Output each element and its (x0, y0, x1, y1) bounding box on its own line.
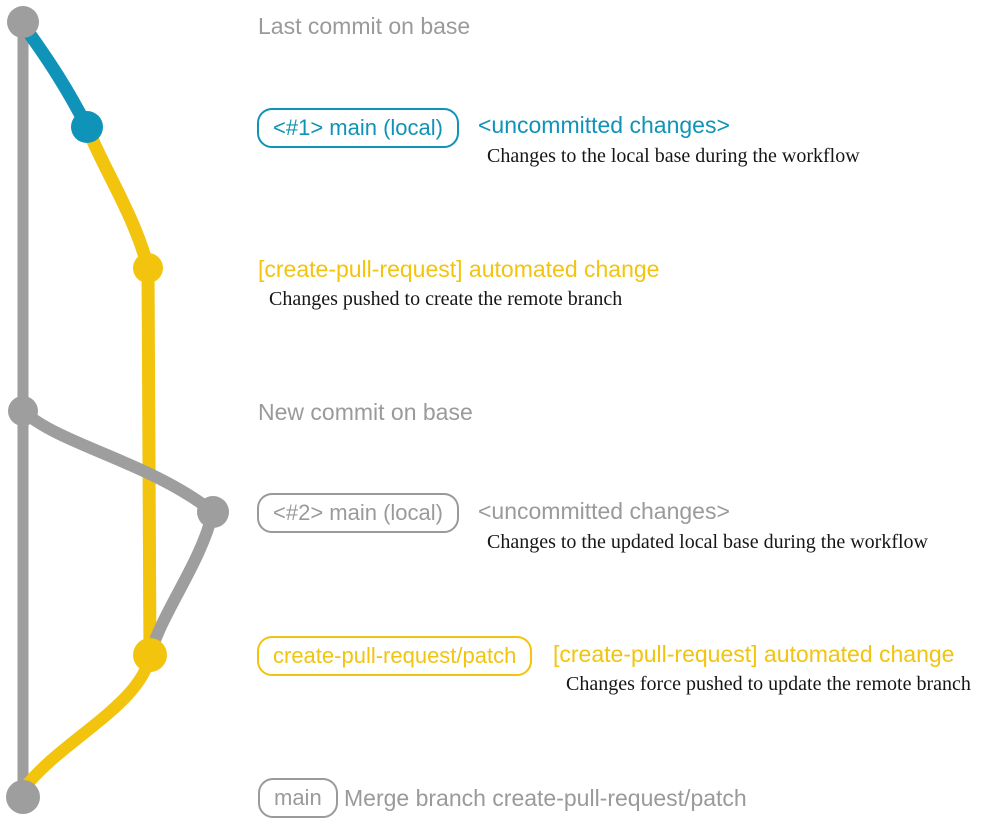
commit-message-automated-change-2: [create-pull-request] automated change (553, 641, 955, 667)
label-new-commit-on-base: New commit on base (258, 399, 473, 425)
commit-graph (6, 6, 229, 814)
label-last-commit-on-base: Last commit on base (258, 13, 471, 39)
note-local-base-changes: Changes to the local base during the wor… (487, 145, 860, 167)
commit-node-new-base (8, 396, 38, 426)
edge-force-push-update (144, 506, 219, 661)
commit-node-cpr-created (133, 253, 163, 283)
status-uncommitted-changes-1: <uncommitted changes> (478, 112, 730, 138)
commit-node-main-local-1 (71, 111, 103, 143)
note-updated-local-base-changes: Changes to the updated local base during… (487, 531, 928, 553)
edge-remote-branch-trunk (141, 261, 157, 662)
edge-push-create-remote (80, 120, 155, 275)
branch-badge-main: main (258, 778, 338, 818)
edge-new-base-to-local (17, 405, 219, 518)
commit-node-merge (6, 780, 40, 814)
edge-merge-to-base (17, 649, 156, 796)
edge-local-change-1 (17, 19, 94, 134)
branch-badge-main-local-1: <#1> main (local) (257, 108, 459, 148)
status-uncommitted-changes-2: <uncommitted changes> (478, 498, 730, 524)
branch-badge-create-pull-request-patch: create-pull-request/patch (257, 636, 533, 676)
commit-node-last-base (7, 6, 39, 38)
note-force-push-update-remote: Changes force pushed to update the remot… (566, 673, 971, 695)
note-push-create-remote: Changes pushed to create the remote bran… (269, 288, 623, 310)
commit-message-merge-branch: Merge branch create-pull-request/patch (344, 785, 747, 811)
commit-node-cpr-updated (133, 638, 167, 672)
commit-node-main-local-2 (197, 496, 229, 528)
commit-message-automated-change-1: [create-pull-request] automated change (258, 256, 660, 282)
branch-badge-main-local-2: <#2> main (local) (257, 493, 459, 533)
